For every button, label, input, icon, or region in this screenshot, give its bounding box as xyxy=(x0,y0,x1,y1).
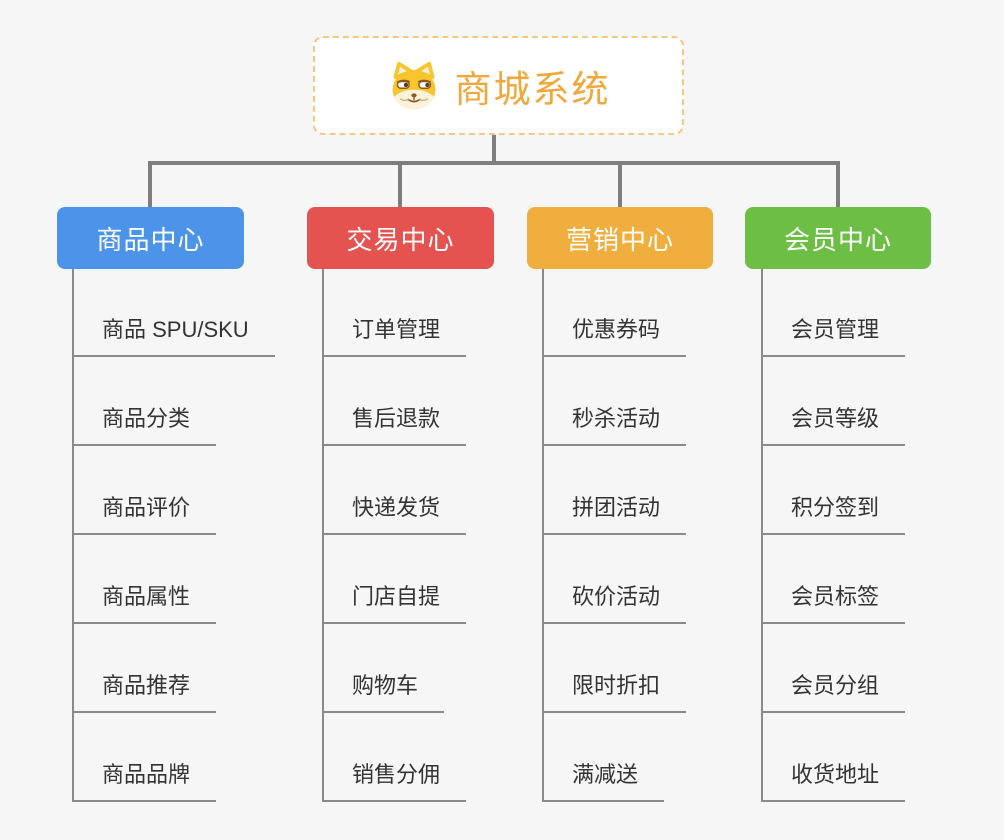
leaf-node[interactable]: 会员管理 xyxy=(761,314,906,357)
branch-label: 交易中心 xyxy=(346,224,455,255)
connector-root-stub xyxy=(492,133,496,163)
leaf-node[interactable]: 会员分组 xyxy=(761,670,906,713)
leaf-node[interactable]: 砍价活动 xyxy=(542,581,687,624)
root-node-label: 商城系统 xyxy=(454,68,611,110)
leaf-node[interactable]: 售后退款 xyxy=(322,403,467,446)
branch-label: 营销中心 xyxy=(565,224,674,255)
branch-node-product-center[interactable]: 商品中心 xyxy=(57,207,244,269)
leaf-node[interactable]: 快递发货 xyxy=(322,492,467,535)
leaf-node[interactable]: 秒杀活动 xyxy=(542,403,687,446)
branch-spine-member xyxy=(761,269,763,802)
root-node-mall-system[interactable]: 商城系统 xyxy=(313,36,684,135)
connector-drop-trade xyxy=(398,161,402,208)
leaf-node[interactable]: 会员等级 xyxy=(761,403,906,446)
connector-drop-product xyxy=(148,161,152,208)
connector-drop-member xyxy=(836,161,840,208)
leaf-node[interactable]: 商品 SPU/SKU xyxy=(72,314,275,357)
leaf-node[interactable]: 积分签到 xyxy=(761,492,906,535)
branch-node-trade-center[interactable]: 交易中心 xyxy=(307,207,494,269)
leaf-node[interactable]: 拼团活动 xyxy=(542,492,687,535)
leaf-node[interactable]: 会员标签 xyxy=(761,581,906,624)
leaf-node[interactable]: 门店自提 xyxy=(322,581,467,624)
leaf-node[interactable]: 销售分佣 xyxy=(322,759,467,802)
leaf-node[interactable]: 订单管理 xyxy=(322,314,467,357)
connector-drop-marketing xyxy=(618,161,622,208)
branch-node-member-center[interactable]: 会员中心 xyxy=(745,207,931,269)
branch-label: 商品中心 xyxy=(96,224,205,255)
leaf-node[interactable]: 收货地址 xyxy=(761,759,906,802)
leaf-node[interactable]: 满减送 xyxy=(542,759,665,802)
leaf-node[interactable]: 商品推荐 xyxy=(72,670,217,713)
branch-node-marketing-center[interactable]: 营销中心 xyxy=(527,207,713,269)
leaf-node[interactable]: 商品品牌 xyxy=(72,759,217,802)
leaf-node[interactable]: 购物车 xyxy=(322,670,445,713)
leaf-node[interactable]: 优惠券码 xyxy=(542,314,687,357)
branch-spine-marketing xyxy=(542,269,544,802)
leaf-node[interactable]: 商品评价 xyxy=(72,492,217,535)
branch-spine-trade xyxy=(322,269,324,802)
dog-face-icon xyxy=(392,61,435,109)
leaf-node[interactable]: 商品属性 xyxy=(72,581,217,624)
leaf-node[interactable]: 限时折扣 xyxy=(542,670,687,713)
connector-horizontal-rail xyxy=(148,161,840,165)
branch-spine-product xyxy=(72,269,74,802)
leaf-node[interactable]: 商品分类 xyxy=(72,403,217,446)
branch-label: 会员中心 xyxy=(783,224,892,255)
